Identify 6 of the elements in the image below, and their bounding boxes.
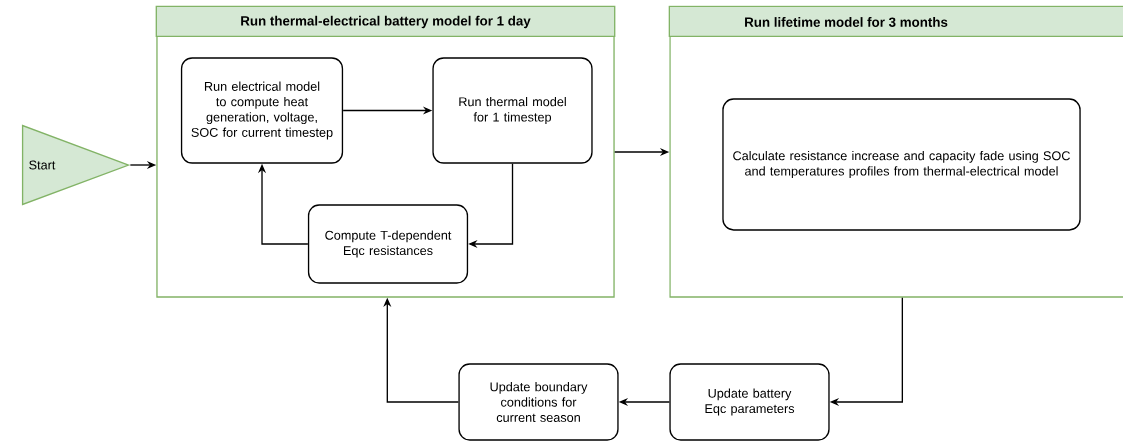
process-box: Compute T-dependent Eqc resistances <box>307 204 469 284</box>
process-box: Calculate resistance increase and capacity fade using SOC and temperatures profiles from thermal-electrical model <box>722 98 1081 231</box>
process-box: Update battery Eqc parameters <box>669 363 830 441</box>
process-box: Run electrical model to compute heat generation, voltage, SOC for current timestep <box>180 57 344 164</box>
process-box: Update boundary conditions for current season <box>458 363 619 441</box>
process-box: Run thermal model for 1 timestep <box>432 57 593 164</box>
